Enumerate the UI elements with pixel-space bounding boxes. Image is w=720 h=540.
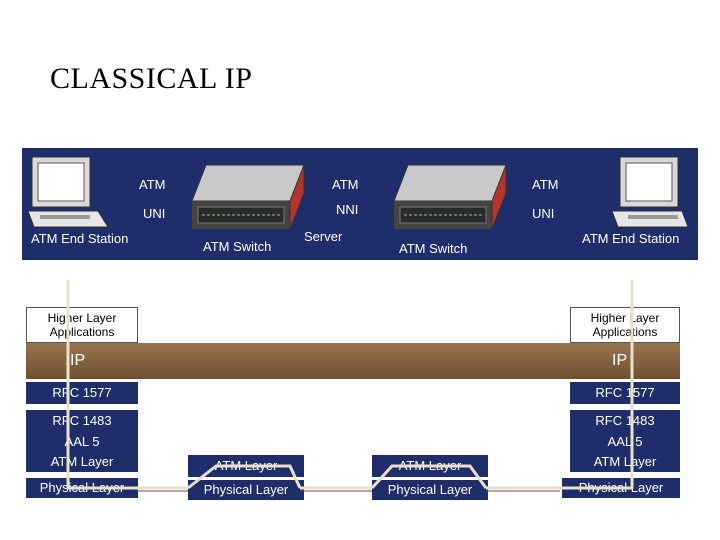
network-banner: [22, 148, 698, 260]
switch-label: ATM Switch: [203, 239, 272, 254]
switch-physical-layer: Physical Layer: [372, 480, 488, 500]
end-station-label: ATM End Station: [582, 231, 680, 246]
link-label-atm: ATM: [139, 177, 166, 192]
computer-icon: [611, 156, 689, 228]
aal5-layer: AAL 5: [570, 432, 680, 452]
slide-title: CLASSICAL IP: [50, 62, 253, 95]
link-label-atm: ATM: [332, 177, 359, 192]
switch-physical-layer: Physical Layer: [188, 480, 304, 500]
rfc-1577-layer: RFC 1577: [570, 382, 680, 404]
link-label-uni: UNI: [143, 206, 166, 221]
higher-layer-applications: Higher Layer Applications: [570, 307, 680, 343]
atm-layer: ATM Layer: [570, 452, 680, 472]
end-station-label: ATM End Station: [31, 231, 129, 246]
ip-layer: IP: [570, 343, 680, 379]
aal5-layer: AAL 5: [26, 432, 138, 452]
link-label-nni: NNI: [336, 202, 359, 217]
ip-layer: IP: [26, 343, 138, 379]
higher-layer-applications: Higher Layer Applications: [26, 307, 138, 343]
rfc-1483-layer: RFC 1483: [570, 410, 680, 432]
computer-icon: [27, 156, 109, 228]
ip-band: [138, 343, 570, 379]
atm-layer: ATM Layer: [26, 452, 138, 472]
link-label-atm: ATM: [532, 177, 559, 192]
link-label-uni: UNI: [532, 206, 555, 221]
atm-switch-icon: [393, 164, 507, 230]
server-label: Server: [304, 229, 343, 244]
atm-switch-icon: [191, 164, 305, 230]
switch-label: ATM Switch: [399, 241, 468, 256]
